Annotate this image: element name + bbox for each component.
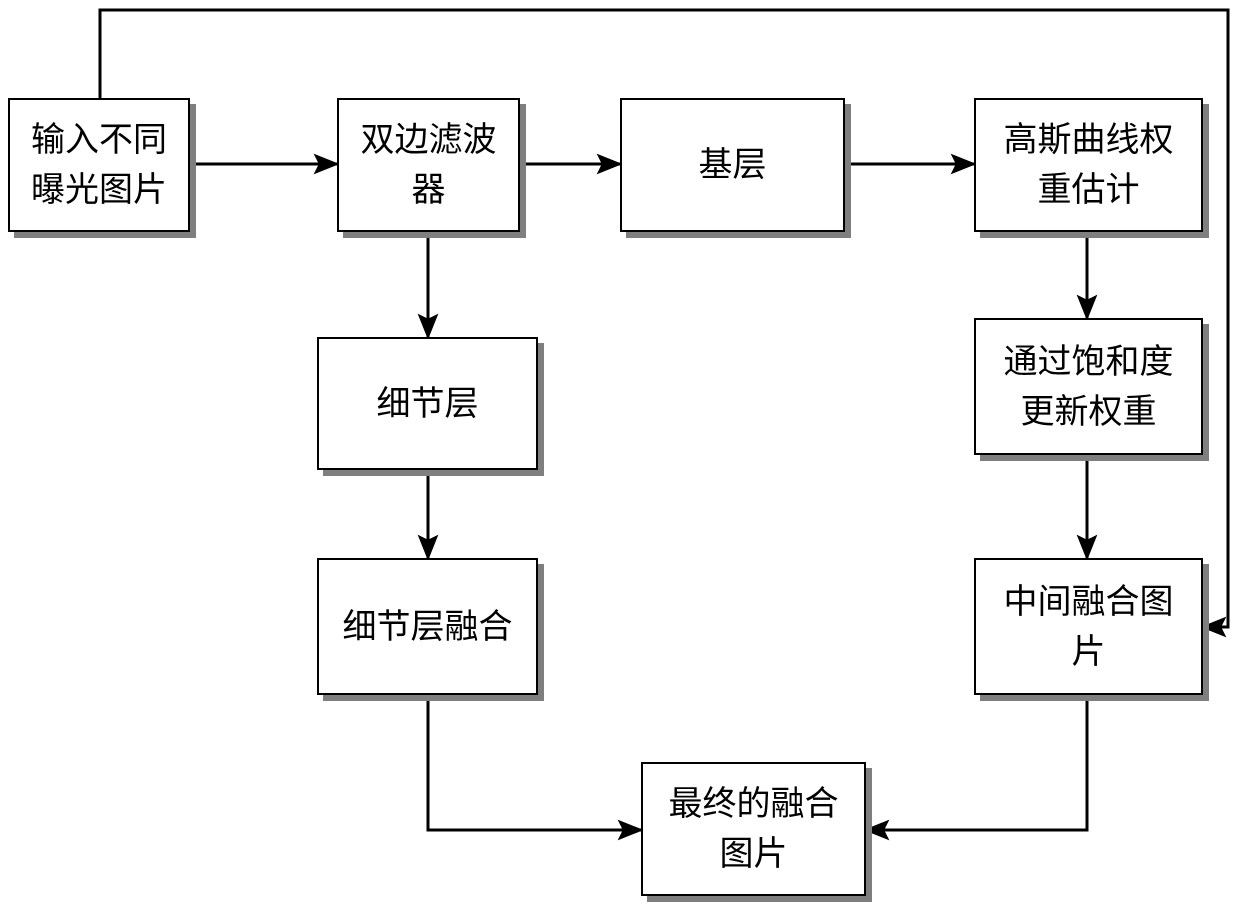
node-label-line: 重估计 <box>1037 170 1140 210</box>
node-label-line: 高斯曲线权 <box>1003 120 1174 160</box>
node-detail-layer-fusion: 细节层融合 <box>317 558 538 695</box>
node-label-line: 基层 <box>698 145 767 185</box>
node-label-line: 片 <box>1071 631 1106 672</box>
node-label-line: 器 <box>411 170 446 210</box>
edge-input-to-intermediate <box>98 8 1230 638</box>
node-label-line: 曝光图片 <box>31 170 167 210</box>
node-label-line: 更新权重 <box>1020 391 1157 432</box>
node-final-fused-image: 最终的融合图片 <box>641 762 866 896</box>
node-intermediate-fused-image: 中间融合图片 <box>974 558 1203 695</box>
node-label-line: 图片 <box>719 834 788 874</box>
edge-detail-fusion-to-final <box>426 695 644 841</box>
node-bilateral-filter: 双边滤波器 <box>337 98 520 232</box>
node-label-line: 双边滤波 <box>360 120 497 160</box>
edge-intermediate-to-final <box>863 695 1089 841</box>
node-detail-layer: 细节层 <box>317 337 538 470</box>
node-label-line: 最终的融合 <box>668 784 839 824</box>
node-label-line: 通过饱和度 <box>1003 341 1174 382</box>
node-input-images: 输入不同曝光图片 <box>8 98 190 232</box>
node-saturation-weight-update: 通过饱和度更新权重 <box>974 318 1203 455</box>
node-label-line: 中间融合图 <box>1003 581 1174 622</box>
node-base-layer: 基层 <box>620 98 845 232</box>
node-label-line: 细节层融合 <box>342 606 513 647</box>
node-label-line: 细节层 <box>376 383 479 424</box>
node-label-line: 输入不同 <box>31 120 167 160</box>
node-gaussian-weight-estimation: 高斯曲线权重估计 <box>974 98 1203 232</box>
